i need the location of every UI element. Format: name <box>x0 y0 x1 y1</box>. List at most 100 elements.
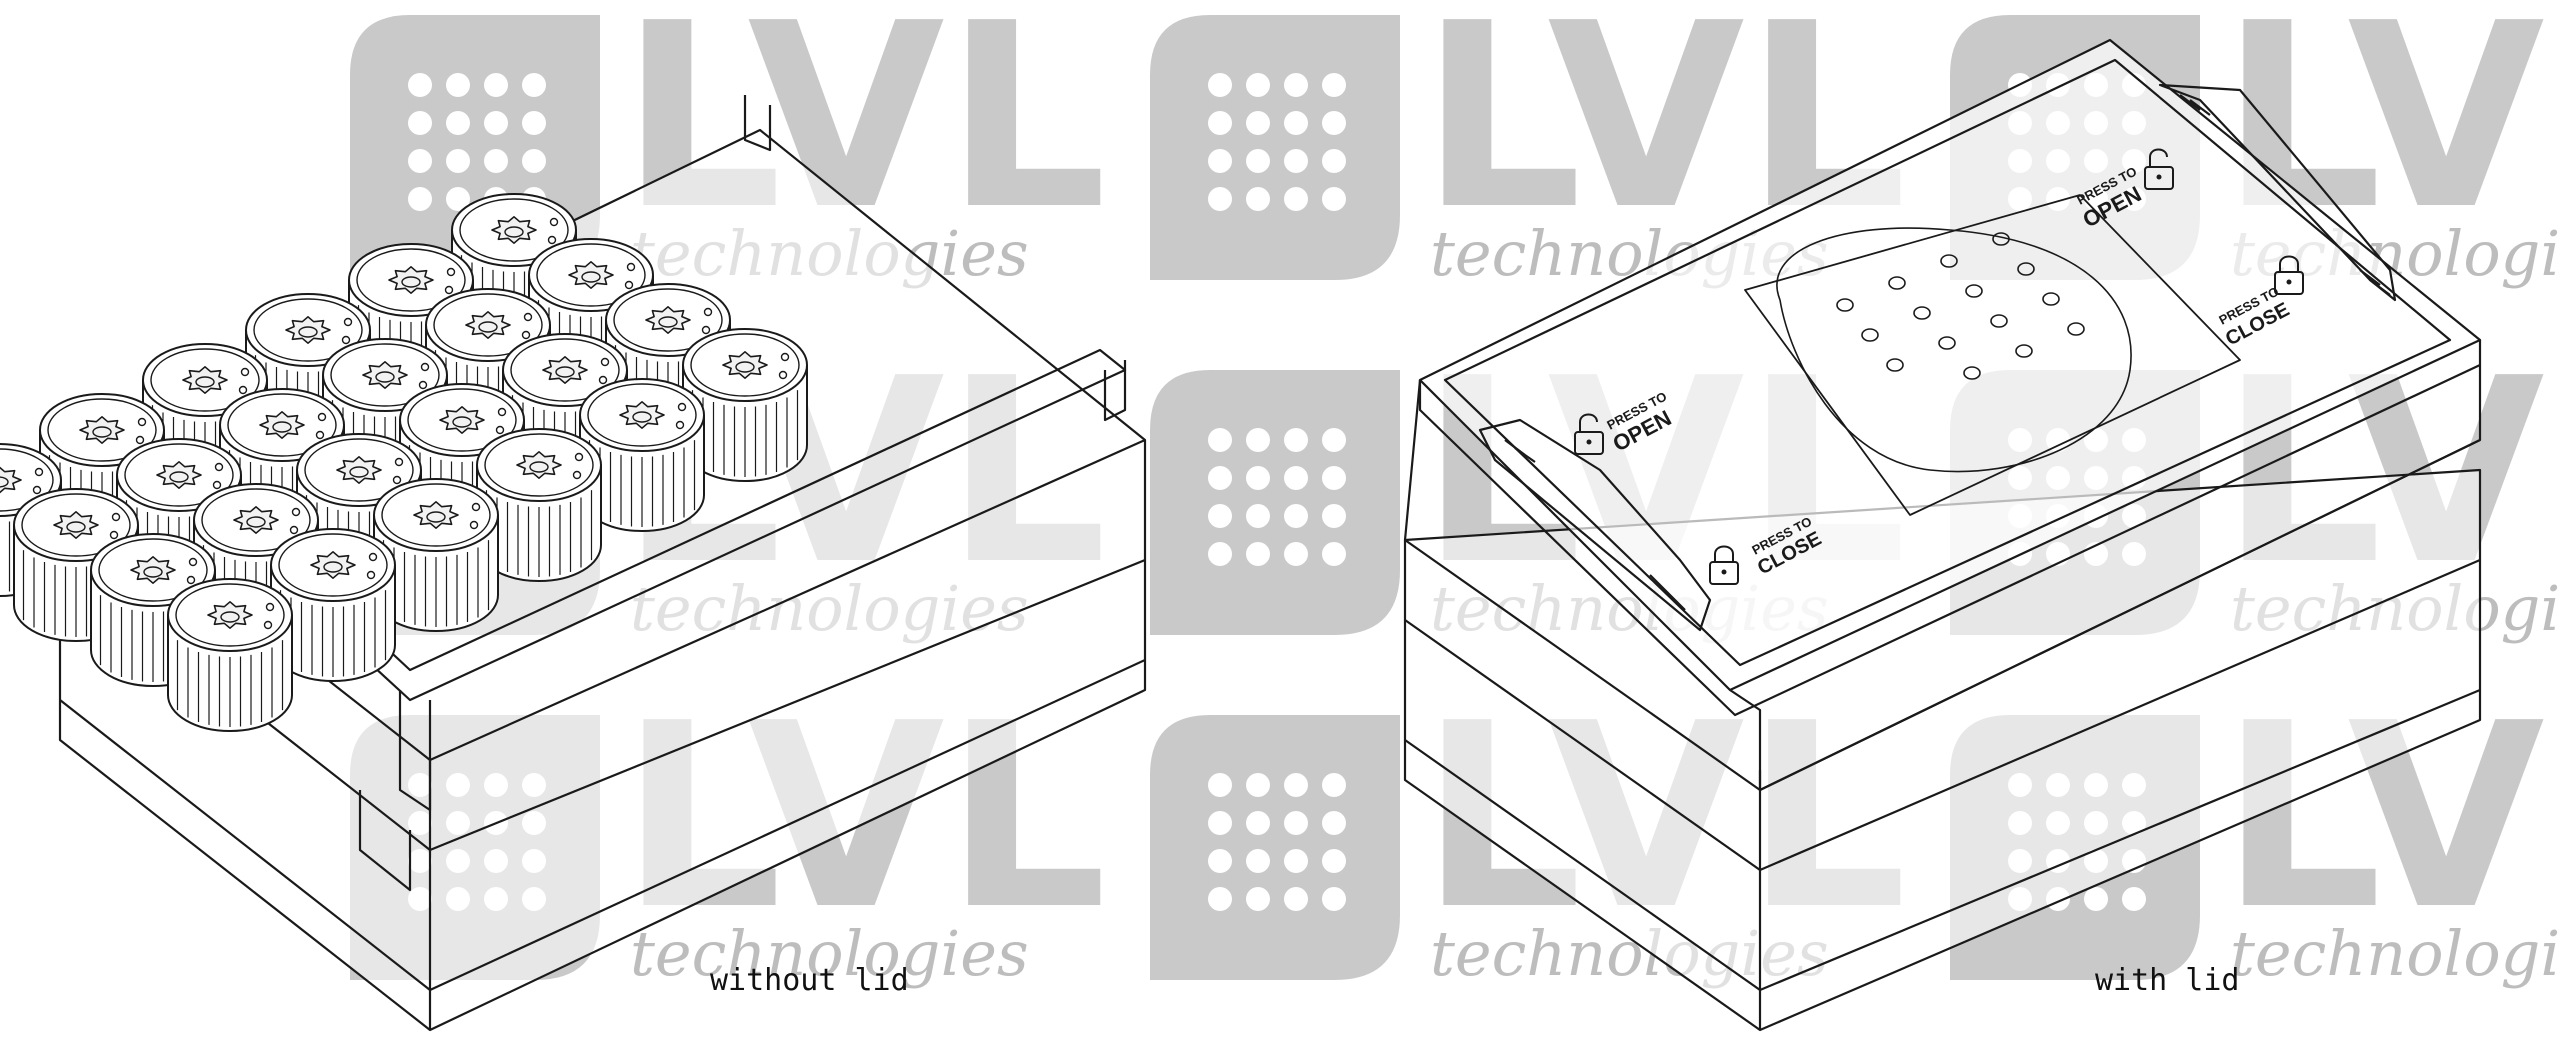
watermark-logo-dot <box>408 187 432 211</box>
latch-left <box>1478 418 1712 632</box>
watermark-logo-dot <box>1322 887 1346 911</box>
lid-hole <box>2015 344 2033 358</box>
lid-hole <box>2067 322 2085 336</box>
watermark-logo-dot <box>1322 849 1346 873</box>
watermark-logo-dot <box>522 73 546 97</box>
watermark-logo-dot <box>1246 773 1270 797</box>
watermark-logo-dot <box>1246 849 1270 873</box>
watermark-logo-dot <box>484 73 508 97</box>
watermark-logo-dot <box>522 149 546 173</box>
watermark-logo-dot <box>1284 73 1308 97</box>
watermark-logo-dot <box>1284 149 1308 173</box>
lid-rim <box>1418 364 2481 717</box>
lid-hole <box>1913 306 1931 320</box>
watermark-logo-dot <box>1246 504 1270 528</box>
watermark-logo-dot <box>1246 887 1270 911</box>
watermark-logo-dot <box>1284 466 1308 490</box>
watermark-logo-dot <box>1208 73 1232 97</box>
watermark-logo-dot <box>446 111 470 135</box>
lid-hole <box>1888 276 1906 290</box>
rack-corner-post-front <box>398 690 432 812</box>
watermark-logo-dot <box>1284 428 1308 452</box>
rack-notch-front <box>358 790 412 892</box>
watermark-logo-dot <box>1208 773 1232 797</box>
watermark-logo-dot <box>408 111 432 135</box>
watermark-logo-dot <box>1208 849 1232 873</box>
watermark-logo-dot <box>484 111 508 135</box>
tube-array <box>0 193 808 732</box>
lid-window <box>1744 194 2241 516</box>
watermark-logo-dot <box>484 149 508 173</box>
tube <box>270 528 396 682</box>
latch-left-teeth <box>1504 439 1686 611</box>
lid-hole <box>2042 292 2060 306</box>
watermark-logo-dot <box>1208 149 1232 173</box>
lid-hole <box>1963 366 1981 380</box>
lid-rack-base-foot <box>1404 688 2481 992</box>
lid-hole <box>1965 284 1983 298</box>
tube <box>476 428 602 582</box>
lid-hole <box>1990 314 2008 328</box>
rack-corner-post-right <box>1103 360 1127 422</box>
lid-holes <box>1836 232 2085 380</box>
watermark-logo-dot <box>1246 187 1270 211</box>
rack-base-foot <box>59 659 1146 992</box>
watermark-logo-dot <box>1208 811 1232 835</box>
watermark-subtitle: technologies <box>2230 917 2560 990</box>
lid-hole <box>2017 262 2035 276</box>
tube <box>579 378 705 532</box>
lid-rack-base-step <box>1404 558 2481 872</box>
rack-corner-post-back <box>743 95 772 152</box>
watermark-logo-dot <box>1322 111 1346 135</box>
watermark-logo-dot <box>1208 466 1232 490</box>
watermark-logo-tile <box>1150 15 1400 280</box>
watermark-logo-dot <box>1284 849 1308 873</box>
watermark-logo-dot <box>1322 73 1346 97</box>
watermark-logo-dot <box>522 111 546 135</box>
watermark-logo-dot <box>1246 149 1270 173</box>
padlock-open-icon-right <box>2144 148 2174 190</box>
watermark-logo-dot <box>446 149 470 173</box>
padlock-closed-icon-left <box>1709 545 1739 585</box>
watermark-logo-tile <box>1150 715 1400 980</box>
watermark-logo-dot <box>1246 542 1270 566</box>
rack-without-lid <box>0 95 1147 1032</box>
caption-with-lid: with lid <box>2095 963 2240 998</box>
watermark-logo-dot <box>408 149 432 173</box>
tube <box>167 578 293 732</box>
watermark-logo-dot <box>1284 111 1308 135</box>
watermark-logo-dot <box>1208 504 1232 528</box>
watermark-logo-dot <box>1246 73 1270 97</box>
watermark-logo-dot <box>1208 111 1232 135</box>
latch-right <box>2158 83 2397 302</box>
lid-top-inner-edge <box>1443 58 2452 667</box>
watermark-logo-dot <box>2122 887 2146 911</box>
watermark-logo-dot <box>1322 504 1346 528</box>
watermark-logo-dot <box>1284 811 1308 835</box>
lid-hole <box>1886 358 1904 372</box>
watermark-logo-dot <box>2084 887 2108 911</box>
padlock-open-icon-left <box>1574 413 1604 455</box>
watermark-subtitle: technologies <box>630 917 1029 990</box>
lid-hole <box>1836 298 1854 312</box>
lid-hole <box>1940 254 1958 268</box>
watermark-logo-dot <box>1208 428 1232 452</box>
lid-hole <box>1861 328 1879 342</box>
tube <box>373 478 499 632</box>
watermark-logo-dot <box>1246 811 1270 835</box>
watermark-logo-dot <box>1246 428 1270 452</box>
rack-with-lid <box>1403 38 2482 1032</box>
watermark-logo-dot <box>1322 773 1346 797</box>
tube <box>682 328 808 482</box>
caption-without-lid: without lid <box>710 963 909 998</box>
watermark-logo-dot <box>1322 811 1346 835</box>
watermark-logo-tile <box>1150 370 1400 635</box>
watermark-logo-dot <box>1284 187 1308 211</box>
watermark-logo-dot <box>1284 504 1308 528</box>
latch-right-teeth <box>2179 94 2391 296</box>
watermark-logo-dot <box>1208 542 1232 566</box>
lid-hole-pad <box>1776 227 2132 473</box>
watermark-logo-dot <box>1322 187 1346 211</box>
watermark-logo-dot <box>1322 466 1346 490</box>
